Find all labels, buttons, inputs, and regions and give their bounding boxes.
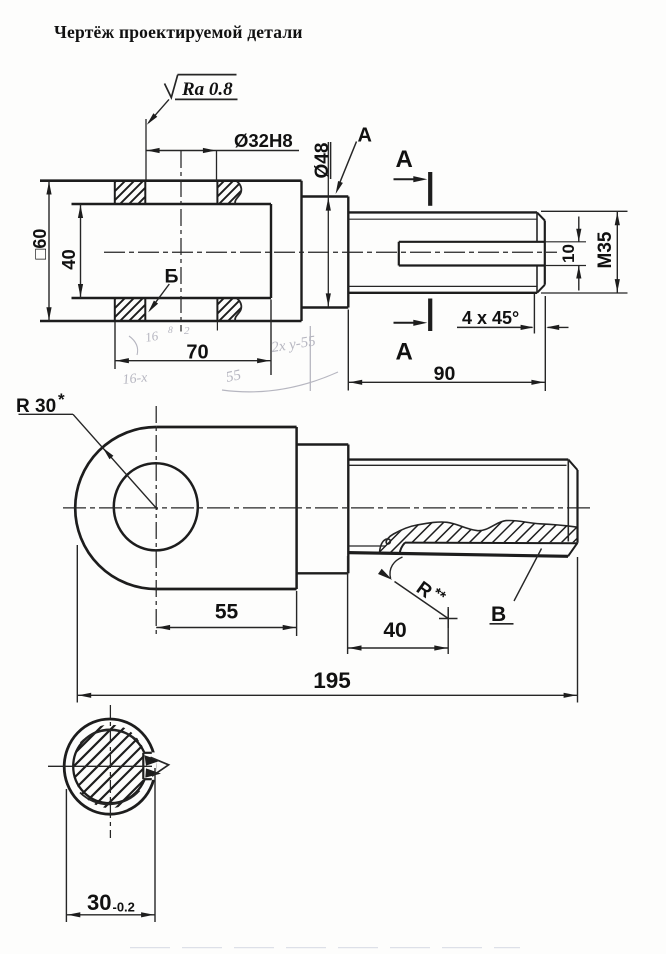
- svg-text:55: 55: [225, 367, 243, 386]
- svg-text:Ø32H8: Ø32H8: [234, 130, 293, 151]
- svg-text:90: 90: [434, 363, 456, 385]
- svg-text:A: A: [396, 146, 413, 173]
- svg-text:55: 55: [215, 601, 239, 624]
- svg-text:70: 70: [186, 342, 208, 364]
- svg-text:Ra 0.8: Ra 0.8: [181, 79, 233, 100]
- svg-text:16: 16: [144, 328, 160, 345]
- svg-text:8: 8: [168, 326, 173, 336]
- svg-text:Ø48: Ø48: [312, 143, 333, 179]
- svg-text:*: *: [58, 390, 65, 409]
- svg-text:M35: M35: [595, 231, 616, 268]
- svg-text:R 30: R 30: [16, 396, 56, 417]
- svg-text:Б: Б: [165, 266, 179, 288]
- svg-text:4 x 45°: 4 x 45°: [462, 308, 519, 328]
- svg-text:30: 30: [87, 890, 111, 915]
- svg-text:B: B: [491, 603, 506, 626]
- svg-text:A: A: [396, 339, 413, 366]
- svg-text:16-х: 16-х: [122, 370, 149, 388]
- svg-text:A: A: [358, 125, 372, 147]
- svg-text:195: 195: [313, 668, 351, 693]
- svg-text:2: 2: [184, 325, 190, 337]
- svg-text:10: 10: [559, 244, 578, 263]
- svg-text:40: 40: [58, 249, 79, 270]
- svg-text:2х у-55: 2х у-55: [270, 333, 317, 356]
- svg-text:Чертёж проектируемой детали: Чертёж проектируемой детали: [54, 22, 303, 42]
- svg-text:-0.2: -0.2: [113, 900, 135, 915]
- svg-text:40: 40: [383, 619, 406, 642]
- svg-text:□60: □60: [30, 229, 50, 260]
